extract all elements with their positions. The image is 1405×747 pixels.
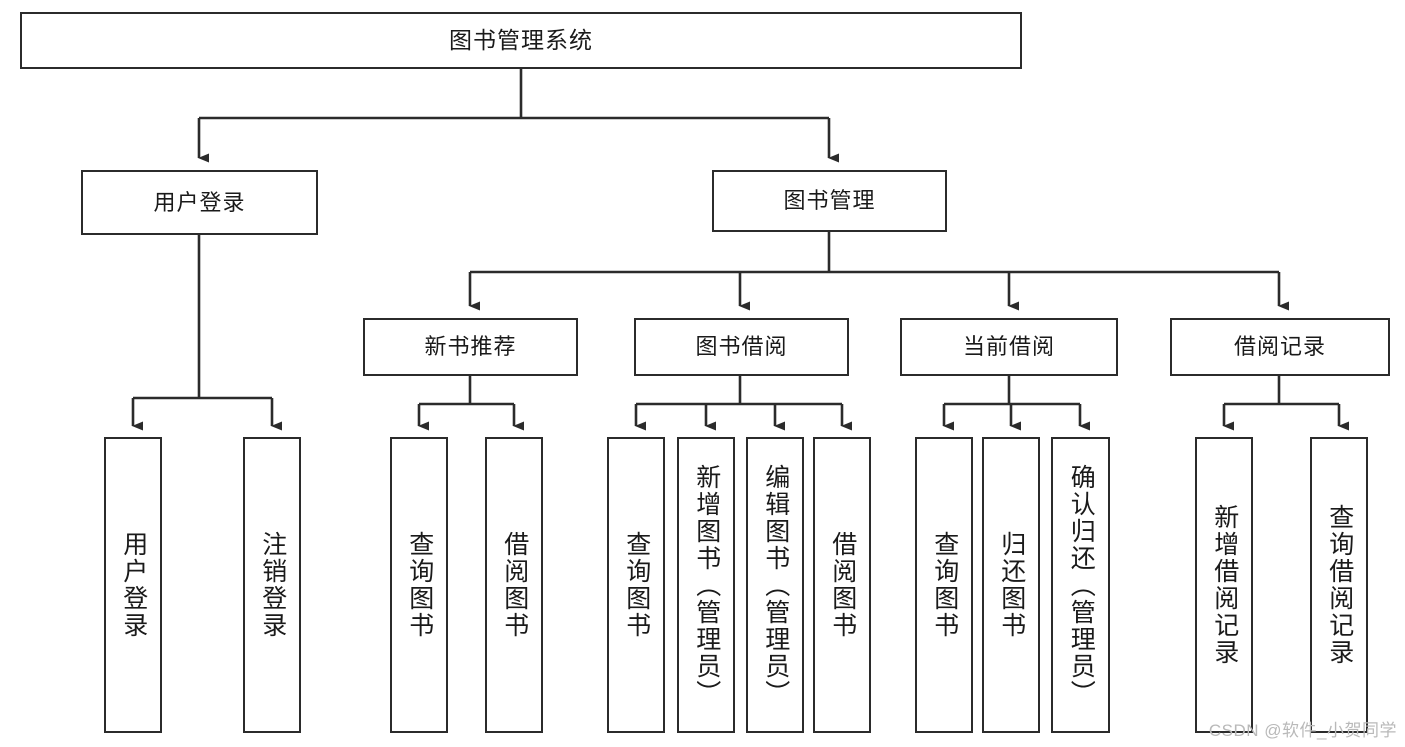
node-book-management[interactable]: 图书管理	[712, 170, 947, 232]
node-label: 借阅记录	[1233, 334, 1326, 360]
leaf-current-borrow-confirm-return[interactable]: 确认归还（管理员）	[1051, 437, 1110, 733]
leaf-new-book-borrow-book[interactable]: 借阅图书	[485, 437, 543, 733]
node-label: 新增借阅记录	[1210, 504, 1239, 666]
leaf-new-book-query-book[interactable]: 查询图书	[390, 437, 448, 733]
leaf-current-borrow-return-book[interactable]: 归还图书	[982, 437, 1040, 733]
node-user-login[interactable]: 用户登录	[81, 170, 318, 235]
node-borrow-record[interactable]: 借阅记录	[1170, 318, 1390, 376]
leaf-user-login-login[interactable]: 用户登录	[104, 437, 162, 733]
leaf-borrow-record-add-record[interactable]: 新增借阅记录	[1195, 437, 1253, 733]
node-label: 新增图书（管理员）	[692, 463, 721, 707]
node-label: 用户登录	[119, 531, 148, 639]
node-label: 用户登录	[153, 189, 246, 215]
node-label: 新书推荐	[424, 334, 517, 360]
node-label: 确认归还（管理员）	[1067, 463, 1096, 707]
node-label: 图书借阅	[695, 334, 788, 360]
leaf-book-borrow-add-book[interactable]: 新增图书（管理员）	[677, 437, 735, 733]
leaf-book-borrow-edit-book[interactable]: 编辑图书（管理员）	[746, 437, 804, 733]
node-label: 归还图书	[997, 531, 1026, 639]
node-label: 查询借阅记录	[1325, 504, 1354, 666]
leaf-borrow-record-query-record[interactable]: 查询借阅记录	[1310, 437, 1368, 733]
node-label: 查询图书	[405, 531, 434, 639]
node-label: 编辑图书（管理员）	[761, 463, 790, 707]
node-label: 当前借阅	[962, 334, 1055, 360]
node-label: 注销登录	[258, 531, 287, 639]
node-root-system[interactable]: 图书管理系统	[20, 12, 1022, 69]
leaf-book-borrow-borrow-book[interactable]: 借阅图书	[813, 437, 871, 733]
node-label: 借阅图书	[828, 531, 857, 639]
node-label: 图书管理系统	[449, 26, 593, 53]
node-label: 查询图书	[930, 531, 959, 639]
leaf-user-login-logout[interactable]: 注销登录	[243, 437, 301, 733]
node-current-borrow[interactable]: 当前借阅	[900, 318, 1118, 376]
node-label: 查询图书	[622, 531, 651, 639]
node-label: 借阅图书	[500, 531, 529, 639]
leaf-book-borrow-query-book[interactable]: 查询图书	[607, 437, 665, 733]
node-new-book-recommend[interactable]: 新书推荐	[363, 318, 578, 376]
node-label: 图书管理	[783, 188, 876, 214]
node-book-borrow[interactable]: 图书借阅	[634, 318, 849, 376]
leaf-current-borrow-query-book[interactable]: 查询图书	[915, 437, 973, 733]
